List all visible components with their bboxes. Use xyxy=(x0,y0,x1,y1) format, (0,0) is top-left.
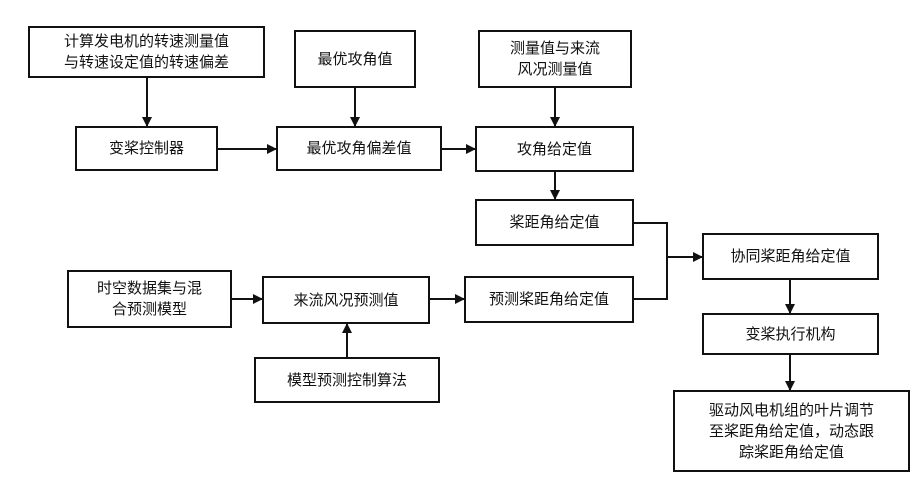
aoa-setpoint-box: 攻角给定值 xyxy=(475,126,634,172)
measured-inflow-box: 测量值与来流 风况测量值 xyxy=(478,30,632,88)
spatiotemporal-model-box: 时空数据集与混 合预测模型 xyxy=(67,270,232,328)
connector-pitch-to-join xyxy=(634,223,667,299)
optimal-aoa-box: 最优攻角值 xyxy=(294,30,416,88)
pitch-controller-box: 变桨控制器 xyxy=(75,126,218,171)
coordinated-pitch-box: 协同桨距角给定值 xyxy=(702,233,879,280)
mpc-algorithm-box: 模型预测控制算法 xyxy=(254,357,440,403)
pitch-setpoint-box: 桨距角给定值 xyxy=(475,199,634,246)
optimal-aoa-deviation-box: 最优攻角偏差值 xyxy=(276,126,442,171)
speed-deviation-box: 计算发电机的转速测量值 与转速设定值的转速偏差 xyxy=(28,26,265,78)
predicted-pitch-box: 预测桨距角给定值 xyxy=(464,276,634,323)
pitch-actuator-box: 变桨执行机构 xyxy=(702,313,879,355)
inflow-prediction-box: 来流风况预测值 xyxy=(262,276,430,324)
blade-drive-box: 驱动风电机组的叶片调节 至桨距角给定值，动态跟 踪桨距角给定值 xyxy=(673,390,910,472)
